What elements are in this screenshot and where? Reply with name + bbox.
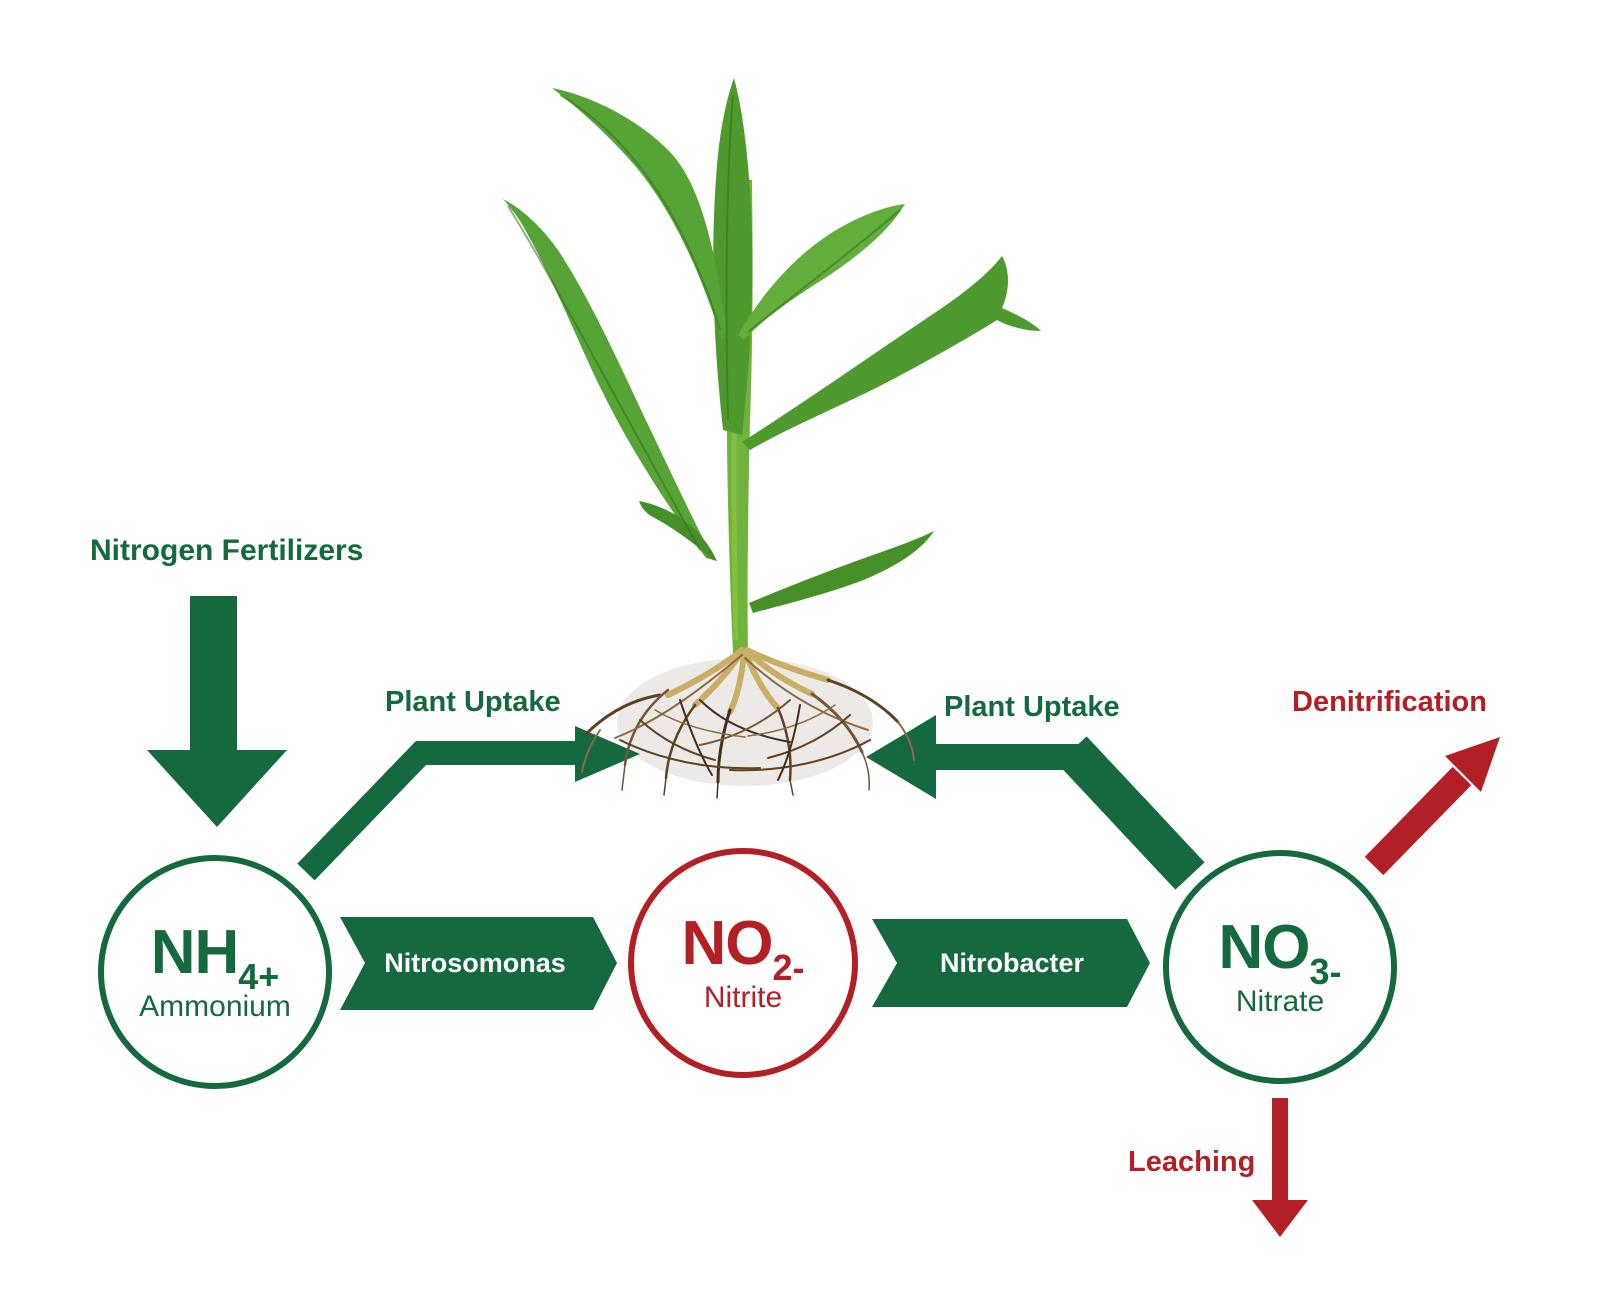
- nitrite-formula: NO2-: [681, 909, 805, 988]
- node-nitrate: NO3- Nitrate: [1163, 850, 1397, 1084]
- node-nitrite: NO2- Nitrite: [628, 848, 858, 1078]
- nitrosomonas-arrow: [340, 917, 617, 1010]
- nitrosomonas-label: Nitrosomonas: [384, 948, 566, 978]
- ammonium-name: Ammonium: [139, 990, 291, 1023]
- plant-uptake-left-label: Plant Uptake: [385, 686, 561, 718]
- nitrobacter-arrow: [872, 919, 1150, 1007]
- leaf-far-right: [742, 256, 1041, 450]
- nitrogen-fertilizers-label: Nitrogen Fertilizers: [90, 534, 364, 567]
- leaf-veins: [507, 94, 901, 551]
- denitrification-label: Denitrification: [1292, 686, 1487, 718]
- leaching-label: Leaching: [1128, 1146, 1256, 1178]
- denitrification-arrow: [1364, 737, 1500, 876]
- nitrogen-fertilizers-arrow: [147, 596, 287, 827]
- nitrate-formula: NO3-: [1218, 913, 1342, 992]
- leaf-central: [713, 78, 753, 435]
- nitrite-name: Nitrite: [703, 981, 783, 1014]
- nitrobacter-label: Nitrobacter: [939, 948, 1085, 978]
- leaf-small-right: [749, 531, 934, 613]
- plant-uptake-right-arrow: [866, 715, 1205, 890]
- leaching-arrow: [1252, 1098, 1308, 1237]
- node-ammonium: NH4+ Ammonium: [98, 855, 332, 1089]
- plant-roots: [581, 647, 915, 799]
- plant-uptake-left-arrow: [297, 726, 640, 881]
- corn-plant-illustration: [503, 78, 1041, 799]
- plant-uptake-right-label: Plant Uptake: [944, 691, 1120, 723]
- ammonium-formula: NH4+: [150, 918, 280, 997]
- leaf-upper-left: [552, 88, 726, 340]
- nitrate-name: Nitrate: [1235, 985, 1325, 1018]
